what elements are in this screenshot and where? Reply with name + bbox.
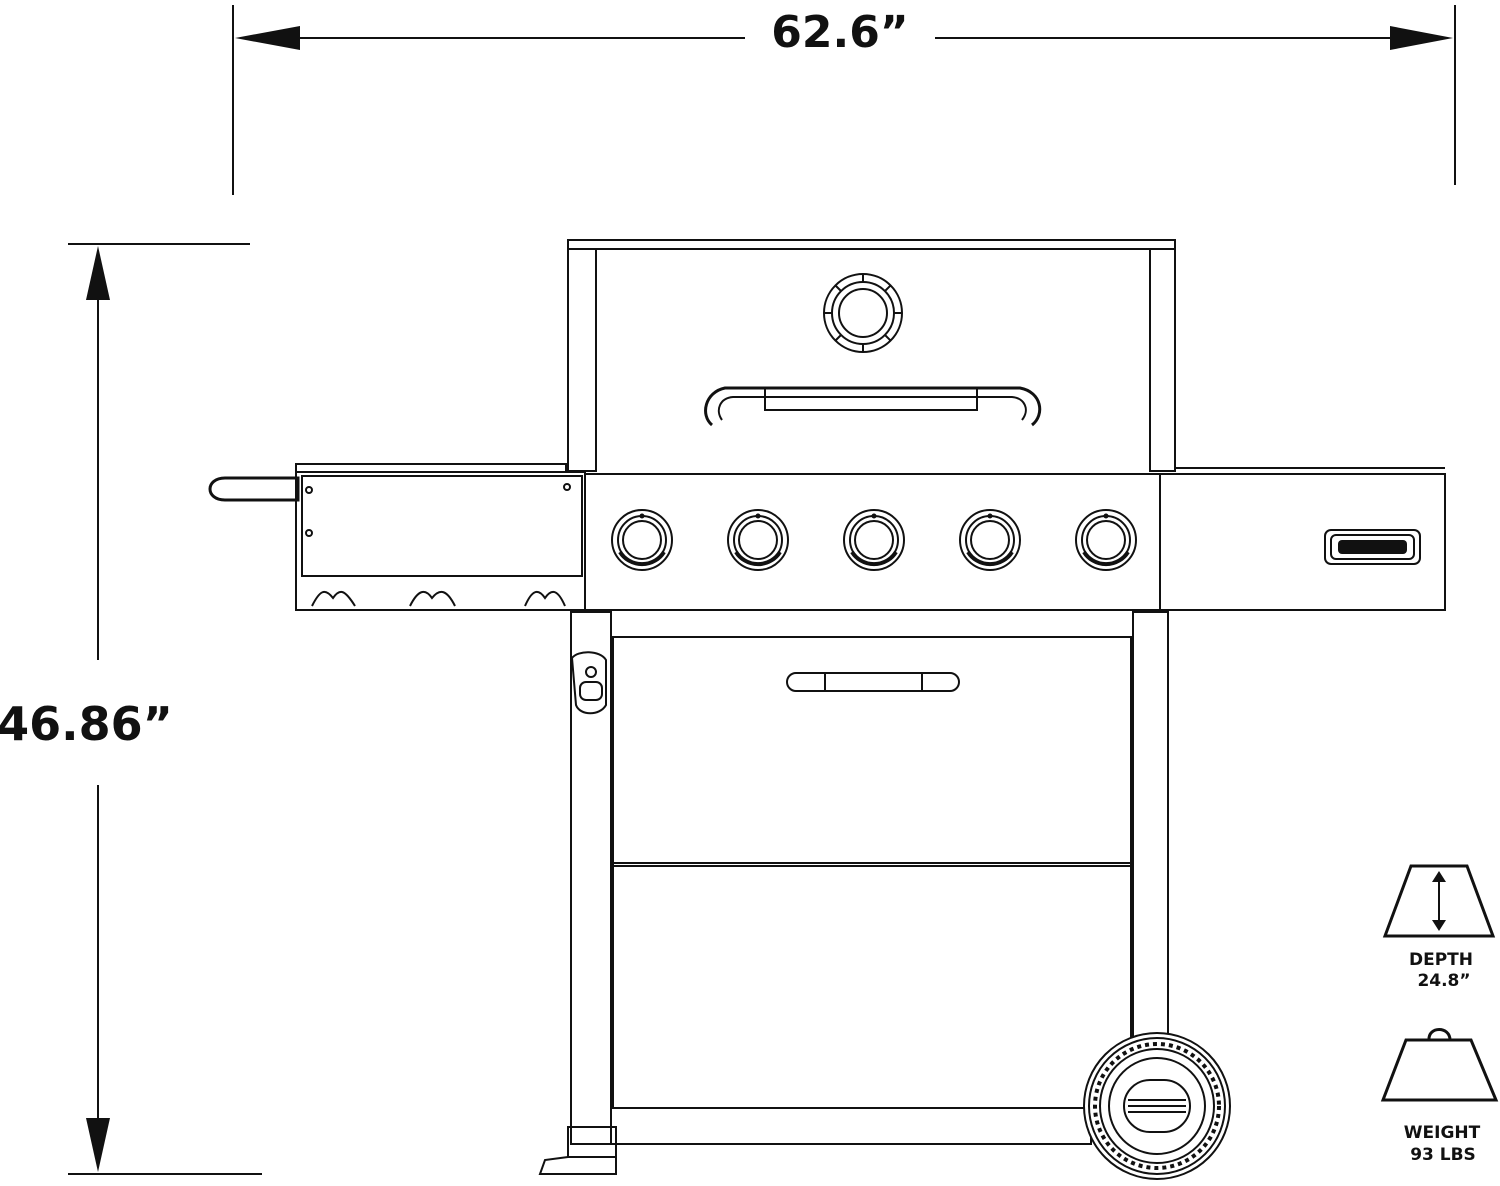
thermometer-gauge	[823, 273, 903, 353]
burner-knob[interactable]	[727, 509, 789, 571]
side-shelf	[208, 463, 586, 611]
burner-knob[interactable]	[843, 509, 905, 571]
height-dimension: 46.86”	[0, 243, 262, 1175]
width-label: 62.6”	[771, 7, 908, 58]
grill-lid	[567, 239, 1176, 472]
grill-drawing	[208, 239, 1446, 1180]
weight-value: 93 LBS	[1410, 1145, 1476, 1165]
lid-handle	[704, 386, 1042, 427]
brand-badge	[1324, 529, 1421, 565]
cart-foot	[538, 1126, 617, 1175]
control-panel	[584, 467, 1446, 611]
depth-label: DEPTH	[1409, 950, 1473, 970]
depth-icon: DEPTH 24.8”	[1382, 864, 1496, 991]
burner-knob[interactable]	[959, 509, 1021, 571]
depth-value: 24.8”	[1417, 971, 1470, 991]
width-dimension: 62.6”	[232, 5, 1456, 195]
height-label: 46.86”	[0, 697, 173, 751]
weight-icon: WEIGHT 93 LBS	[1380, 1028, 1499, 1165]
wheel	[1083, 1032, 1231, 1180]
door-handle	[786, 672, 960, 692]
burner-knob[interactable]	[611, 509, 673, 571]
cart-frame	[538, 611, 1231, 1180]
burner-knob[interactable]	[1075, 509, 1137, 571]
weight-label: WEIGHT	[1404, 1123, 1481, 1143]
burner-knobs	[611, 509, 1137, 571]
tank-hook	[570, 651, 607, 715]
